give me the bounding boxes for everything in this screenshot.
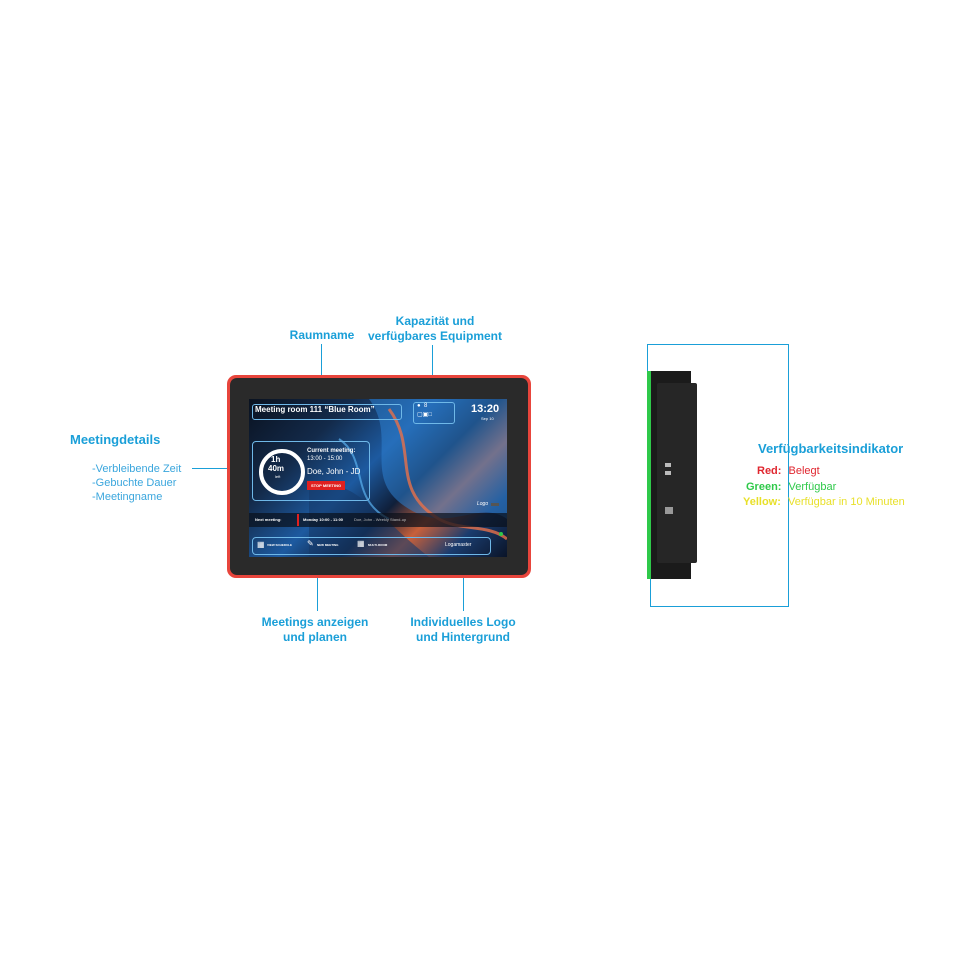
capacity-count: 8: [424, 403, 428, 409]
room-name-box: [252, 404, 402, 420]
bracket-left-top: [647, 344, 648, 372]
legend-red-key: Red:: [757, 465, 782, 477]
remaining-time-ring: [259, 449, 305, 495]
next-meeting-label: Next meeting:: [255, 517, 282, 522]
tablet-screen: Meeting room 111 “Blue Room” ● 8 ▢▣□ 13:…: [249, 399, 507, 557]
brand-logo: Logamaster: [445, 542, 472, 548]
legend-red-value: Belegt: [788, 465, 820, 477]
stop-meeting-button[interactable]: STOP MEETING: [307, 481, 346, 490]
legend-green-key: Green:: [746, 481, 782, 493]
bracket-bottom: [650, 606, 789, 607]
new-meeting-button[interactable]: NEW MEETING: [317, 543, 339, 547]
usb-port-2: [665, 471, 671, 475]
bracket-right: [788, 344, 789, 606]
device-housing: [657, 383, 697, 563]
pencil-icon: ✎: [307, 539, 314, 548]
device-side-view: [647, 371, 697, 579]
clock-date: Sep 10: [481, 416, 494, 421]
callout-capacity: Kapazität und verfügbares Equipment: [360, 314, 510, 344]
calendar-icon: ▦: [257, 540, 265, 549]
current-meeting-label: Current meeting:: [307, 448, 356, 454]
callout-capacity-line1: Kapazität und: [395, 314, 475, 328]
callout-logo: Individuelles Logo und Hintergrund: [398, 615, 528, 645]
equipment-box: [413, 402, 455, 424]
legend-green: Green: Verfügbar: [746, 479, 836, 495]
next-meeting-bar: [249, 513, 507, 527]
leader-line-meetingdetails: [192, 468, 252, 469]
details-item-duration: -Gebuchte Dauer: [92, 477, 177, 489]
meeting-organizer: Doe, John - JD: [307, 467, 361, 476]
equipment-icons: ▢▣□: [417, 412, 432, 418]
next-meeting-divider: [297, 514, 299, 526]
view-schedule-button[interactable]: VIEW SCHEDULE: [267, 543, 293, 547]
leader-line-capacity: [432, 345, 433, 397]
details-item-name: -Meetingname: [92, 491, 163, 503]
ethernet-port: [665, 507, 673, 514]
callout-meetings-line1: Meetings anzeigen: [261, 615, 369, 629]
leader-line-meetings: [317, 553, 318, 611]
remaining-hours: 1h: [271, 455, 281, 464]
meetingdetails-list: -Verbleibende Zeit -Gebuchte Dauer -Meet…: [92, 462, 181, 504]
usb-port: [665, 463, 671, 467]
bracket-left-bottom: [650, 578, 651, 606]
capacity-icon: ●: [417, 403, 421, 409]
room-name: Meeting room 111 “Blue Room”: [255, 405, 375, 414]
grid-icon: ▦: [357, 539, 365, 548]
legend-green-value: Verfügbar: [788, 481, 837, 493]
meeting-panel: [252, 441, 370, 501]
legend-yellow-key: Yellow:: [743, 496, 781, 508]
bottom-bar: [252, 537, 491, 555]
details-item-remaining: -Verbleibende Zeit: [92, 463, 182, 475]
logo-placeholder: Logo: [477, 501, 489, 507]
logo-badge: [491, 503, 499, 506]
availability-title: Verfügbarkeitsindikator: [758, 441, 904, 456]
callout-capacity-line2: verfügbares Equipment: [367, 329, 503, 343]
callout-logo-line1: Individuelles Logo: [410, 615, 516, 629]
legend-red: Red: Belegt: [757, 463, 820, 479]
next-meeting-details: Doe, John - Weekly Stand-up: [354, 517, 407, 522]
remaining-suffix: left: [275, 474, 281, 479]
status-dot: [499, 532, 503, 536]
next-meeting-time: Monday 10:00 - 11:00: [303, 517, 344, 522]
callout-meetings-line2: und planen: [283, 630, 347, 644]
callout-logo-line2: und Hintergrund: [416, 630, 510, 644]
background-swirl: [309, 399, 507, 557]
clock-time: 13:20: [471, 403, 500, 415]
current-meeting-time: 13:00 - 15:00: [307, 456, 343, 462]
callout-meetings: Meetings anzeigen und planen: [250, 615, 380, 645]
multi-room-button[interactable]: MULTI-ROOM: [368, 543, 388, 547]
legend-yellow-value: Verfügbar in 10 Minuten: [787, 496, 905, 508]
callout-meetingdetails: Meetingdetails: [70, 432, 161, 447]
bracket-top: [647, 344, 789, 345]
legend-yellow: Yellow: Verfügbar in 10 Minuten: [743, 494, 905, 510]
remaining-minutes: 40m: [268, 464, 285, 473]
callout-raumname: Raumname: [289, 328, 355, 342]
leader-line-logo: [463, 553, 464, 611]
